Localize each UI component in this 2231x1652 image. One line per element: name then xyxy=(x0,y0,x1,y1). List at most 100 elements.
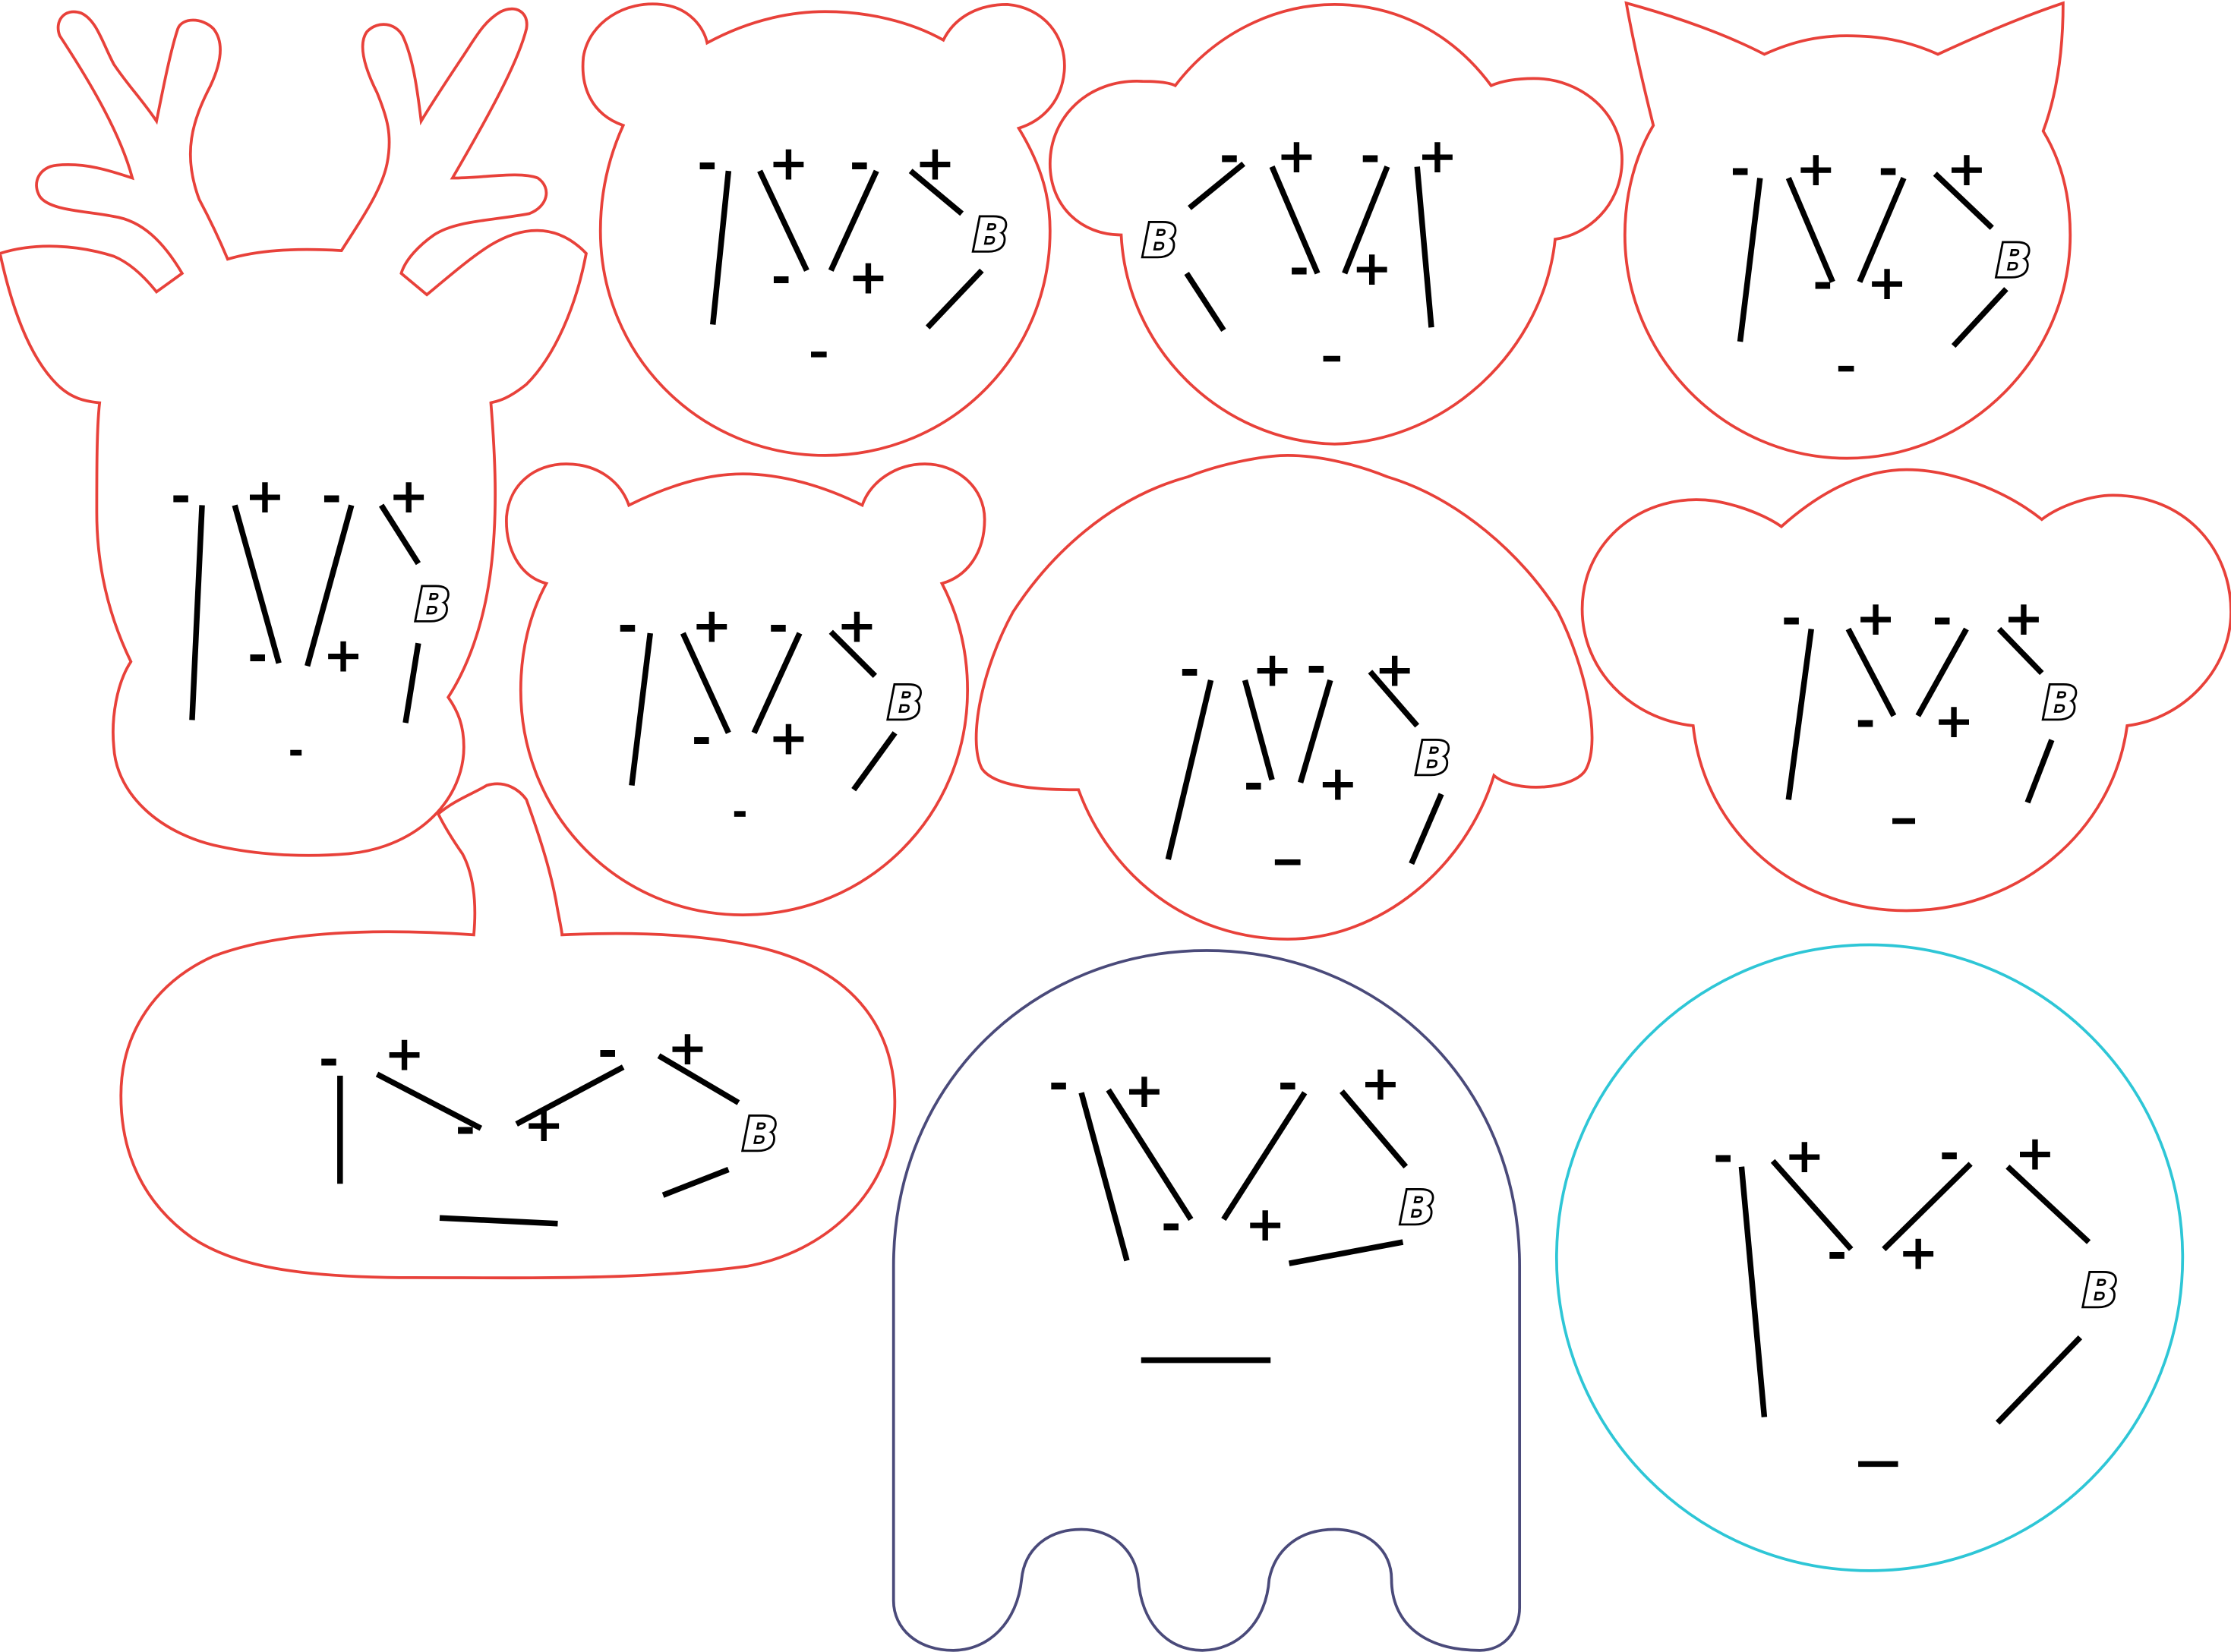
dog-minus-3: - xyxy=(1244,755,1264,812)
pumpkin-plus-2: + xyxy=(667,1020,708,1077)
ghost-plus-3: + xyxy=(1245,1196,1286,1253)
ghost-wire-2 xyxy=(1106,1088,1194,1222)
teddy-bear-wire-1 xyxy=(629,632,654,787)
dog-outline xyxy=(974,454,1594,941)
deer-plus-1: + xyxy=(245,468,285,525)
bear-wire-4 xyxy=(908,169,964,216)
deer-outline xyxy=(0,7,588,857)
monkey-plus-1: + xyxy=(1276,128,1317,184)
teddy-bear-battery-label: B xyxy=(888,677,923,730)
pumpkin-wire-6 xyxy=(439,1215,558,1227)
cat-outline xyxy=(1623,1,2072,460)
ghost-minus-3: - xyxy=(1161,1196,1181,1253)
cat-plus-2: + xyxy=(1946,141,1986,197)
pumpkin-wire-3 xyxy=(515,1064,625,1127)
teddy-bear-minus-3: - xyxy=(692,710,712,766)
bear-minus-1: - xyxy=(697,135,717,191)
cat-template: - + - + - + B xyxy=(1623,1,2072,460)
ghost-minus-1: - xyxy=(1049,1056,1068,1112)
mouse-battery-label: B xyxy=(2043,677,2078,730)
ghost-wire-5 xyxy=(1288,1239,1404,1266)
bear-plus-2: + xyxy=(915,135,955,191)
bear-wire-5 xyxy=(925,268,984,329)
teddy-bear-wire-2 xyxy=(680,632,731,734)
bear-plus-1: + xyxy=(768,135,809,191)
dog-wire-3 xyxy=(1297,679,1333,783)
circle-wire-5 xyxy=(1996,1335,2083,1425)
dog-minus-2: - xyxy=(1306,639,1326,695)
mouse-minus-1: - xyxy=(1781,591,1801,647)
deer-plus-3: + xyxy=(323,628,363,684)
mouse-plus-1: + xyxy=(1855,591,1895,647)
teddy-bear-wire-5 xyxy=(851,731,898,792)
cat-minus-1: - xyxy=(1730,141,1750,197)
ghost-wire-1 xyxy=(1078,1092,1130,1262)
bear-minus-2: - xyxy=(850,135,869,191)
teddy-bear-wire-3 xyxy=(751,632,803,734)
circle-battery-label: B xyxy=(2083,1264,2118,1317)
ghost-template: - + - + - + B xyxy=(891,949,1522,1652)
deer-wire-4 xyxy=(378,503,421,566)
deer-template: - + - + - + B xyxy=(0,7,588,857)
circle-plus-1: + xyxy=(1784,1128,1825,1184)
circle-plus-2: + xyxy=(2015,1126,2055,1182)
deer-minus-3: - xyxy=(248,628,267,684)
bear-minus-3: - xyxy=(772,249,791,305)
mouse-minus-2: - xyxy=(1933,591,1952,647)
dog-plus-1: + xyxy=(1252,642,1292,698)
bear-wire-3 xyxy=(828,169,879,272)
monkey-minus-1: - xyxy=(1220,128,1239,184)
mouse-minus-3: - xyxy=(1855,693,1875,749)
deer-wire-5 xyxy=(402,642,421,724)
ghost-plus-2: + xyxy=(1360,1056,1400,1112)
teddy-bear-minus-1: - xyxy=(617,597,637,654)
bear-plus-3: + xyxy=(848,249,888,305)
mouse-plus-2: + xyxy=(2003,591,2043,647)
circle-plus-3: + xyxy=(1898,1225,1939,1282)
teddy-bear-minus-2: - xyxy=(768,597,788,654)
teddy-bear-wire-4 xyxy=(828,629,877,678)
cat-wire-5 xyxy=(1951,287,2009,348)
mouse-wire-4 xyxy=(1996,626,2044,676)
pumpkin-minus-2: - xyxy=(598,1023,617,1080)
bear-outline xyxy=(581,2,1066,457)
dog-battery-label: B xyxy=(1415,733,1450,786)
deer-plus-2: + xyxy=(389,468,429,525)
monkey-wire-2 xyxy=(1184,272,1226,333)
mouse-plus-3: + xyxy=(1933,693,1974,749)
deer-minus-2: - xyxy=(321,468,341,525)
mouse-wire-5 xyxy=(2024,739,2055,804)
ghost-plus-1: + xyxy=(1124,1063,1164,1119)
dog-wire-1 xyxy=(1165,679,1214,860)
circle-minus-3: - xyxy=(1827,1225,1847,1282)
monkey-outline xyxy=(1048,3,1624,446)
cat-wire-4 xyxy=(1933,172,1994,230)
bear-wire-1 xyxy=(710,170,732,325)
mouse-wire-3 xyxy=(1915,627,1969,717)
circle-template: - + - + - + B xyxy=(1554,943,2185,1572)
dog-plus-2: + xyxy=(1374,642,1415,698)
pumpkin-plus-3: + xyxy=(524,1097,564,1153)
circle-minus-2: - xyxy=(1939,1126,1959,1182)
teddy-bear-plus-2: + xyxy=(837,597,877,654)
pumpkin-wire-4 xyxy=(657,1053,740,1105)
dog-wire-4 xyxy=(1368,670,1420,728)
cat-wire-3 xyxy=(1857,177,1907,283)
cat-plus-3: + xyxy=(1867,255,1907,311)
circle-wire-1 xyxy=(1738,1166,1768,1417)
ghost-battery-label: B xyxy=(1400,1182,1435,1235)
pumpkin-minus-1: - xyxy=(319,1032,339,1088)
dog-wire-5 xyxy=(1409,793,1444,865)
pumpkin-wire-2 xyxy=(375,1071,483,1131)
bear-wire-2 xyxy=(757,169,809,272)
ghost-wire-4 xyxy=(1340,1089,1409,1169)
pumpkin-outline xyxy=(119,782,897,1280)
teddy-bear-outline xyxy=(505,462,986,916)
circle-wire-3 xyxy=(1882,1162,1973,1252)
cat-minus-2: - xyxy=(1878,141,1898,197)
monkey-plus-3: + xyxy=(1352,241,1392,297)
bear-battery-label: B xyxy=(973,209,1008,262)
teddy-bear-template: - + - + - + B xyxy=(505,462,986,916)
circle-minus-1: - xyxy=(1713,1128,1733,1184)
pumpkin-plus-1: + xyxy=(384,1026,424,1082)
